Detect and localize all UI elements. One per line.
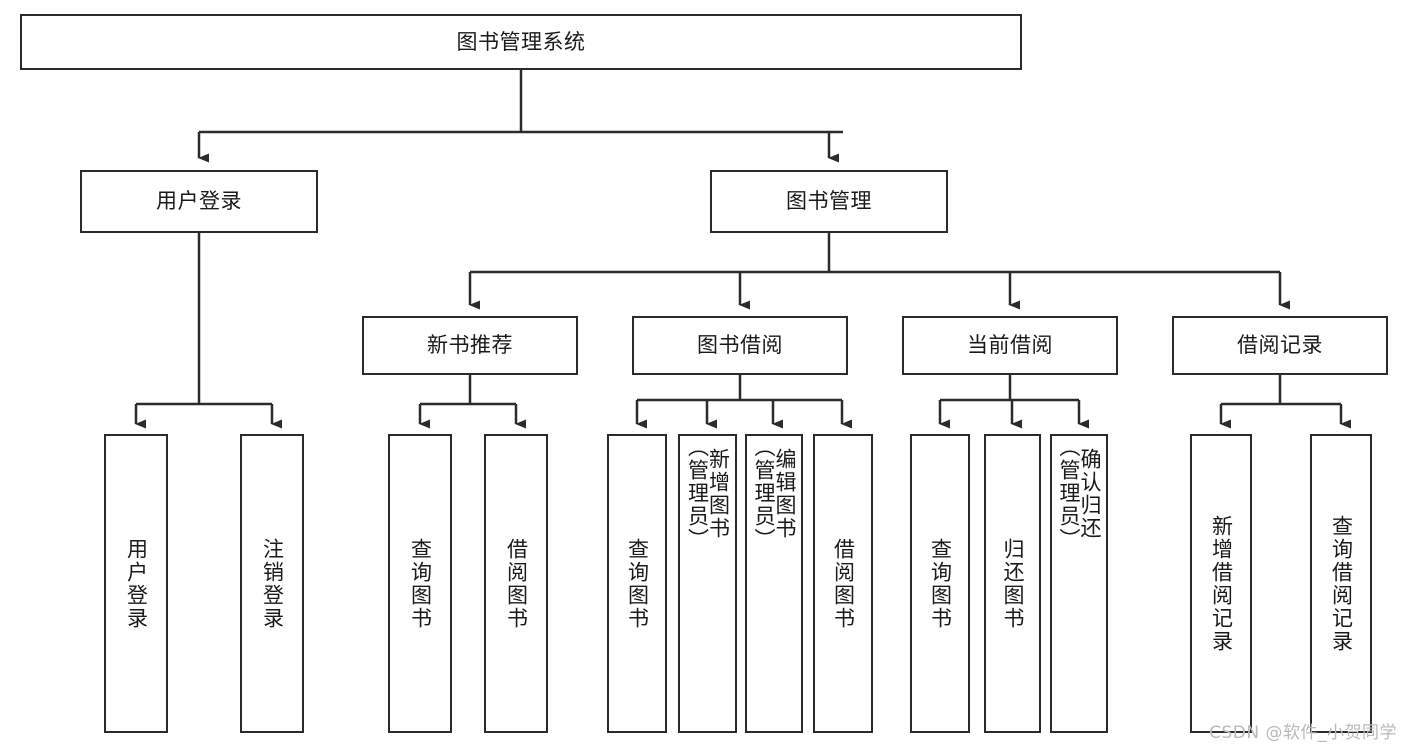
node-label: 确认归还 （管理员）: [1057, 436, 1102, 551]
leaf-current-borrow-query[interactable]: 查询图书: [910, 434, 970, 733]
node-label: 编辑图书 （管理员）: [752, 436, 797, 551]
node-label: 新增图书 （管理员）: [685, 436, 731, 551]
node-book-borrow[interactable]: 图书借阅: [632, 316, 848, 375]
leaf-user-login-login[interactable]: 用户登录: [104, 434, 168, 733]
leaf-book-borrow-borrow[interactable]: 借阅图书: [813, 434, 873, 733]
node-label: 注销登录: [260, 537, 285, 630]
node-label: 图书管理系统: [456, 29, 586, 54]
node-label: 借阅记录: [1237, 333, 1323, 358]
leaf-borrow-record-add[interactable]: 新增借阅记录: [1190, 434, 1252, 733]
leaf-borrow-record-query[interactable]: 查询借阅记录: [1310, 434, 1372, 733]
node-label: 图书借阅: [697, 333, 783, 358]
node-label: 查询图书: [408, 537, 433, 630]
node-label: 新增借阅记录: [1209, 514, 1234, 653]
leaf-book-borrow-add[interactable]: 新增图书 （管理员）: [678, 434, 737, 733]
leaf-new-book-borrow[interactable]: 借阅图书: [484, 434, 548, 733]
node-book-management[interactable]: 图书管理: [710, 170, 948, 233]
leaf-current-borrow-return[interactable]: 归还图书: [984, 434, 1041, 733]
node-borrow-record[interactable]: 借阅记录: [1172, 316, 1388, 375]
leaf-current-borrow-confirm-return[interactable]: 确认归还 （管理员）: [1050, 434, 1108, 733]
node-label: 借阅图书: [831, 537, 856, 630]
leaf-book-borrow-edit[interactable]: 编辑图书 （管理员）: [745, 434, 803, 733]
leaf-new-book-query[interactable]: 查询图书: [388, 434, 452, 733]
leaf-book-borrow-query[interactable]: 查询图书: [607, 434, 667, 733]
node-label: 查询借阅记录: [1329, 514, 1354, 653]
leaf-user-login-logout[interactable]: 注销登录: [240, 434, 304, 733]
node-current-borrow[interactable]: 当前借阅: [902, 316, 1118, 375]
node-label: 查询图书: [928, 537, 953, 630]
node-label: 借阅图书: [504, 537, 529, 630]
node-label: 新书推荐: [427, 333, 513, 358]
node-root-book-management-system[interactable]: 图书管理系统: [20, 14, 1022, 70]
node-label: 图书管理: [786, 189, 872, 214]
node-label: 用户登录: [156, 189, 242, 214]
node-new-book-recommend[interactable]: 新书推荐: [362, 316, 578, 375]
node-label: 当前借阅: [967, 333, 1053, 358]
node-label: 用户登录: [124, 537, 149, 630]
csdn-watermark: CSDN @软件_小贺同学: [1209, 723, 1397, 743]
node-label: 查询图书: [625, 537, 650, 630]
node-label: 归还图书: [1001, 537, 1025, 630]
node-user-login[interactable]: 用户登录: [80, 170, 318, 233]
